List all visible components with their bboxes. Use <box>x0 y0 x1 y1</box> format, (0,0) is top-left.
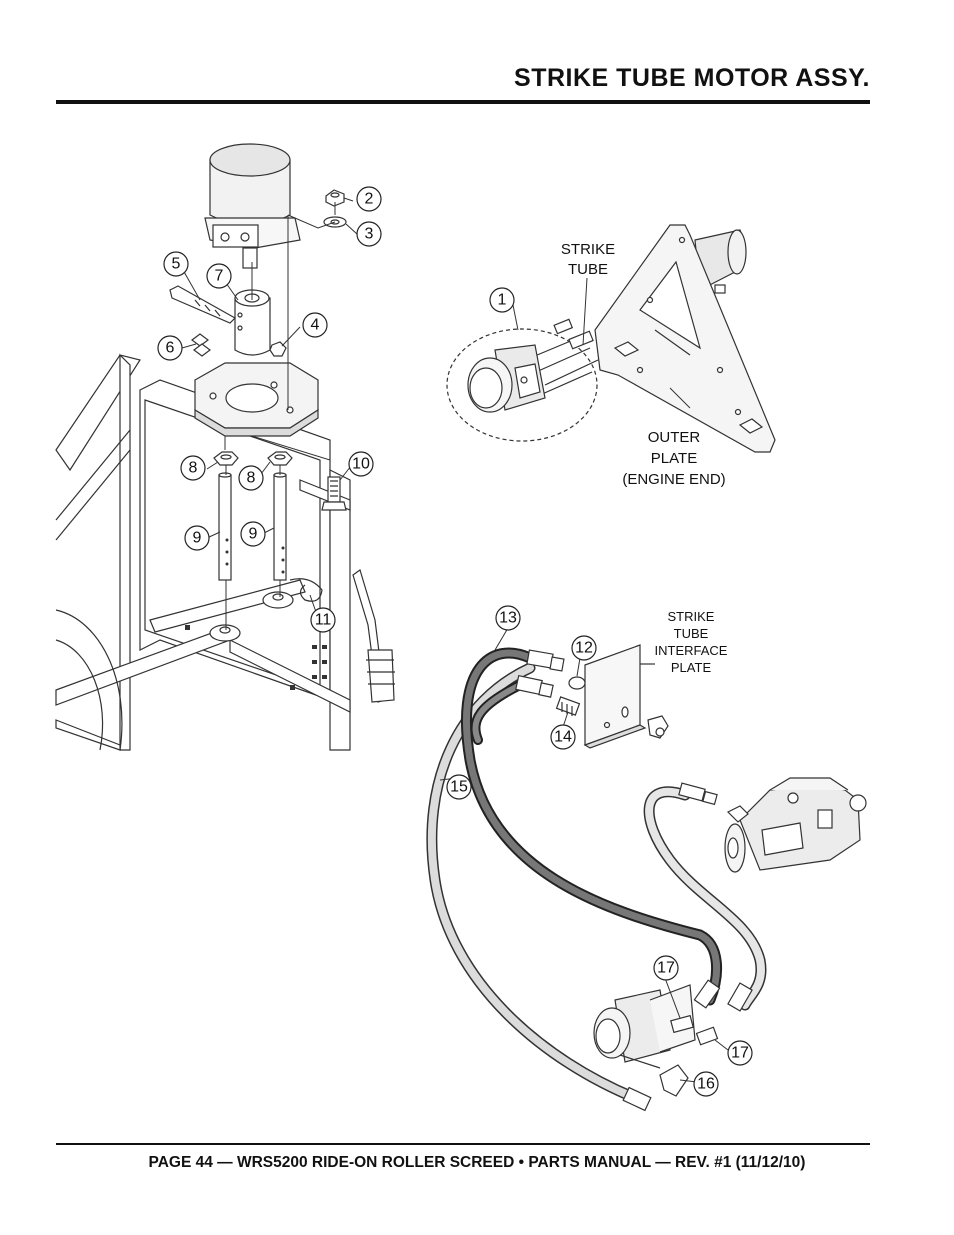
callout-6: 6 <box>166 340 175 357</box>
callout-16: 16 <box>697 1076 715 1093</box>
callout-markers <box>157 186 753 1097</box>
strike-tube-motor-detail <box>446 318 599 442</box>
label-interface-line1: STRIKE <box>668 609 715 624</box>
lower-motor <box>593 984 719 1097</box>
footer-rule <box>56 1143 870 1145</box>
callout-13: 13 <box>499 610 517 627</box>
mounting-plate <box>194 362 319 437</box>
label-outer-plate-line2: PLATE <box>651 450 697 467</box>
callout-5: 5 <box>172 256 181 273</box>
rods <box>213 451 347 602</box>
label-strike-tube-line1: STRIKE <box>561 241 615 258</box>
callout-8b: 8 <box>247 470 256 487</box>
outer-plate <box>594 224 776 453</box>
callout-1: 1 <box>498 292 507 309</box>
callout-4: 4 <box>311 317 320 334</box>
callout-14: 14 <box>554 729 572 746</box>
label-outer-plate-line3: (ENGINE END) <box>622 471 725 488</box>
page-title: STRIKE TUBE MOTOR ASSY. <box>514 64 870 92</box>
callout-17b: 17 <box>731 1045 749 1062</box>
interface-plate <box>583 644 669 749</box>
callout-12: 12 <box>575 640 593 657</box>
label-interface-line4: PLATE <box>671 660 712 675</box>
strike-tube-motor <box>204 143 301 269</box>
callout-7: 7 <box>215 268 224 285</box>
label-strike-tube-line2: TUBE <box>568 261 608 278</box>
hoses <box>426 647 767 1106</box>
callout-2: 2 <box>365 191 374 208</box>
fittings <box>515 649 753 1112</box>
callout-9a: 9 <box>193 530 202 547</box>
top-right-leader-lines <box>512 277 691 409</box>
page-footer: PAGE 44 — WRS5200 RIDE-ON ROLLER SCREED … <box>148 1154 806 1171</box>
callout-10: 10 <box>352 456 370 473</box>
callout-17a: 17 <box>657 960 675 977</box>
callout-8a: 8 <box>189 460 198 477</box>
label-interface-line3: INTERFACE <box>655 643 728 658</box>
callout-9b: 9 <box>249 526 258 543</box>
label-interface-line2: TUBE <box>674 626 709 641</box>
callout-15: 15 <box>450 779 468 796</box>
label-outer-plate-line1: OUTER <box>648 429 701 446</box>
callout-11: 11 <box>315 612 332 629</box>
header-rule <box>56 100 870 104</box>
hydraulic-pump <box>724 777 867 873</box>
bolts <box>169 285 236 357</box>
callout-3: 3 <box>365 226 374 243</box>
bottom-right-leader-lines <box>439 627 729 1083</box>
